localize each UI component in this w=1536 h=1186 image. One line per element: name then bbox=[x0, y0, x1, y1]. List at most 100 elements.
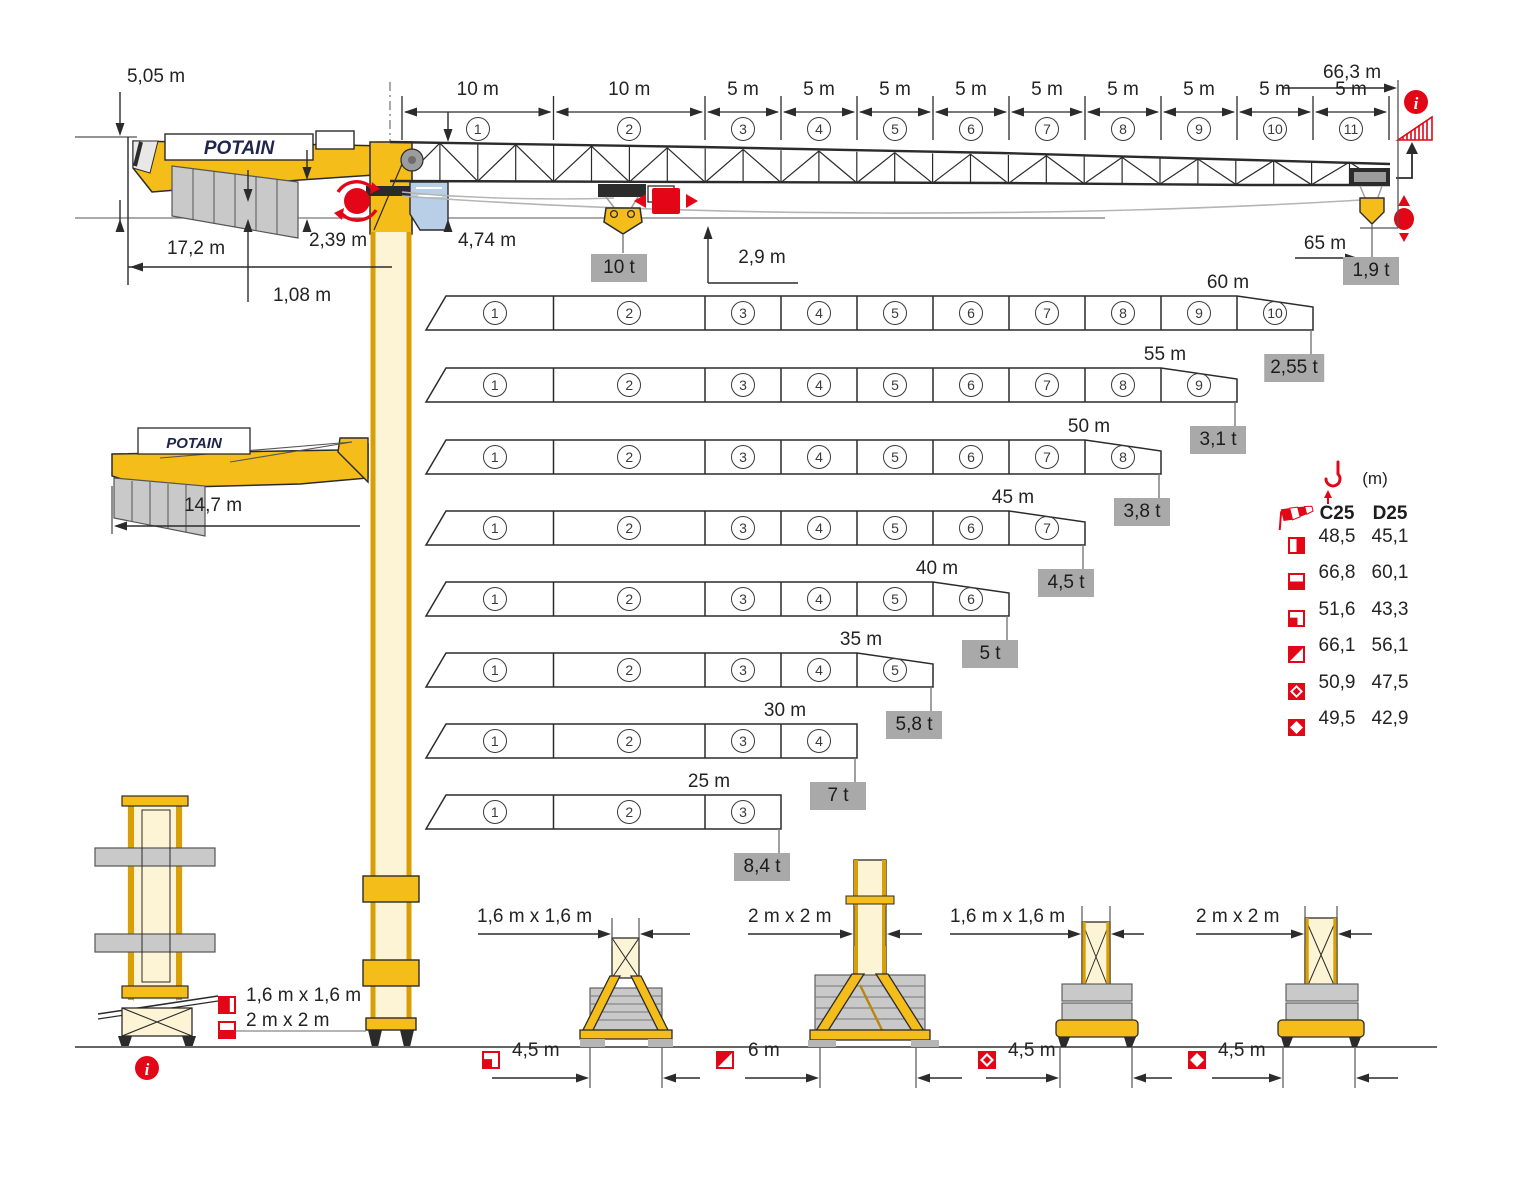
counter-jib-drawing bbox=[132, 130, 391, 239]
dim-4-74: 4,74 m bbox=[457, 230, 517, 251]
jib-section-length: 5 m bbox=[955, 79, 987, 100]
table-d25-value: 45,1 bbox=[1371, 526, 1409, 547]
jib-section-number: 7 bbox=[1035, 117, 1059, 141]
slewing-icon bbox=[334, 180, 380, 222]
config-section-number: 7 bbox=[1035, 301, 1059, 325]
config-section-number: 2 bbox=[617, 800, 642, 824]
jib-section-length: 5 m bbox=[879, 79, 911, 100]
config-length-label: 50 m bbox=[1067, 416, 1111, 437]
config-section-number: 10 bbox=[1263, 301, 1287, 325]
base-diamond-filled-symbol bbox=[1288, 682, 1305, 700]
trolley-travel-icon bbox=[634, 188, 698, 214]
jib-section-length: 10 m bbox=[456, 79, 499, 100]
base-diamond-symbol bbox=[1288, 719, 1305, 736]
config-capacity-badge: 7 t bbox=[810, 782, 866, 810]
jib-section-length: 5 m bbox=[1335, 79, 1367, 100]
jib-section-length: 5 m bbox=[1031, 79, 1063, 100]
config-section-number: 3 bbox=[731, 516, 755, 540]
config-length-label: 35 m bbox=[839, 629, 883, 650]
config-length-label: 60 m bbox=[1206, 272, 1250, 293]
jib-section-length: 5 m bbox=[1107, 79, 1139, 100]
config-section-number: 4 bbox=[807, 729, 831, 753]
config-section-number: 2 bbox=[617, 587, 642, 611]
base-d-mast-size: 2 m x 2 m bbox=[1196, 906, 1280, 927]
config-section-number: 7 bbox=[1035, 373, 1059, 397]
table-d25-value: 42,9 bbox=[1371, 708, 1409, 729]
config-section-number: 3 bbox=[731, 373, 755, 397]
config-section-number: 5 bbox=[883, 587, 907, 611]
config-section-number: 2 bbox=[617, 373, 642, 397]
jib-section-length: 5 m bbox=[1183, 79, 1215, 100]
hook-height-icon bbox=[1324, 460, 1342, 504]
dim-short-counterjib: 14,7 m bbox=[183, 495, 243, 516]
windsock-icon bbox=[1278, 505, 1314, 530]
table-d25-value: 43,3 bbox=[1371, 598, 1409, 620]
config-section-number: 8 bbox=[1111, 373, 1135, 397]
config-capacity-badge: 2,55 t bbox=[1264, 354, 1324, 382]
config-section-number: 5 bbox=[883, 658, 907, 682]
config-length-label: 25 m bbox=[687, 771, 731, 792]
config-section-number: 7 bbox=[1035, 516, 1059, 540]
dim-top-height: 5,05 m bbox=[126, 66, 186, 87]
config-length-label: 45 m bbox=[991, 487, 1035, 508]
config-section-number: 2 bbox=[617, 729, 642, 753]
config-bar bbox=[424, 581, 1010, 617]
base-diagonal-symbol bbox=[716, 1051, 734, 1069]
base-diamond-filled-symbol bbox=[978, 1051, 996, 1069]
col-header-c25: C25 bbox=[1319, 503, 1355, 524]
table-d25-value: 47,5 bbox=[1371, 671, 1409, 693]
jib-section-number: 2 bbox=[617, 117, 642, 141]
operator-cab bbox=[409, 181, 449, 231]
config-section-number: 4 bbox=[807, 658, 831, 682]
dim-min-radius: 2,9 m bbox=[738, 247, 786, 268]
base-corner-symbol bbox=[1288, 609, 1305, 627]
base-diagonal-symbol bbox=[1288, 646, 1305, 664]
jib-section-length: 5 m bbox=[727, 79, 759, 100]
config-section-number: 6 bbox=[959, 516, 983, 540]
config-section-number: 2 bbox=[617, 516, 642, 540]
config-capacity-badge: 8,4 t bbox=[734, 853, 790, 881]
config-section-number: 4 bbox=[807, 587, 831, 611]
config-bar bbox=[424, 794, 782, 830]
max-load-badge: 10 t bbox=[591, 254, 647, 282]
jib-truss-drawing bbox=[389, 140, 1391, 214]
config-section-number: 8 bbox=[1111, 301, 1135, 325]
config-section-number: 4 bbox=[807, 373, 831, 397]
table-d25-value: 60,1 bbox=[1371, 562, 1409, 584]
config-section-number: 7 bbox=[1035, 445, 1059, 469]
config-section-number: 4 bbox=[807, 516, 831, 540]
config-capacity-badge: 5 t bbox=[962, 640, 1018, 668]
base-c-mast-size: 1,6 m x 1,6 m bbox=[950, 906, 1066, 927]
dim-tip-radius: 65 m bbox=[1303, 233, 1347, 254]
table-c25-value: 50,9 bbox=[1318, 671, 1356, 693]
config-section-number: 6 bbox=[959, 373, 983, 397]
base-d-drawing bbox=[1277, 917, 1365, 1047]
config-section-number: 3 bbox=[731, 445, 755, 469]
config-length-label: 30 m bbox=[763, 700, 807, 721]
config-length-label: 40 m bbox=[915, 558, 959, 579]
base-c-drawing bbox=[1055, 921, 1139, 1047]
dim-total-jib: 66,3 m bbox=[1322, 62, 1382, 83]
config-section-number: 5 bbox=[883, 301, 907, 325]
jib-section-number: 5 bbox=[883, 117, 907, 141]
svg-text:i: i bbox=[145, 1060, 150, 1079]
config-section-number: 3 bbox=[731, 658, 755, 682]
hook-height-unit: (m) bbox=[1362, 469, 1388, 488]
config-section-number: 2 bbox=[617, 658, 642, 682]
tip-hook-drawing bbox=[1350, 168, 1390, 258]
jib-section-number: 8 bbox=[1111, 117, 1135, 141]
base-width-label: 6 m bbox=[748, 1040, 780, 1061]
config-section-number: 1 bbox=[482, 301, 507, 325]
table-c25-value: 49,5 bbox=[1318, 708, 1356, 729]
config-section-number: 2 bbox=[617, 301, 642, 325]
config-section-number: 1 bbox=[482, 445, 507, 469]
config-section-number: 4 bbox=[807, 301, 831, 325]
info-icon-top: i bbox=[1404, 90, 1428, 114]
hoisting-icon bbox=[1394, 195, 1414, 242]
jib-section-number: 11 bbox=[1339, 117, 1363, 141]
config-section-number: 9 bbox=[1187, 373, 1211, 397]
short-counterjib-drawing bbox=[111, 427, 369, 537]
config-section-number: 4 bbox=[807, 445, 831, 469]
config-section-number: 3 bbox=[731, 800, 755, 824]
config-section-number: 1 bbox=[482, 373, 507, 397]
